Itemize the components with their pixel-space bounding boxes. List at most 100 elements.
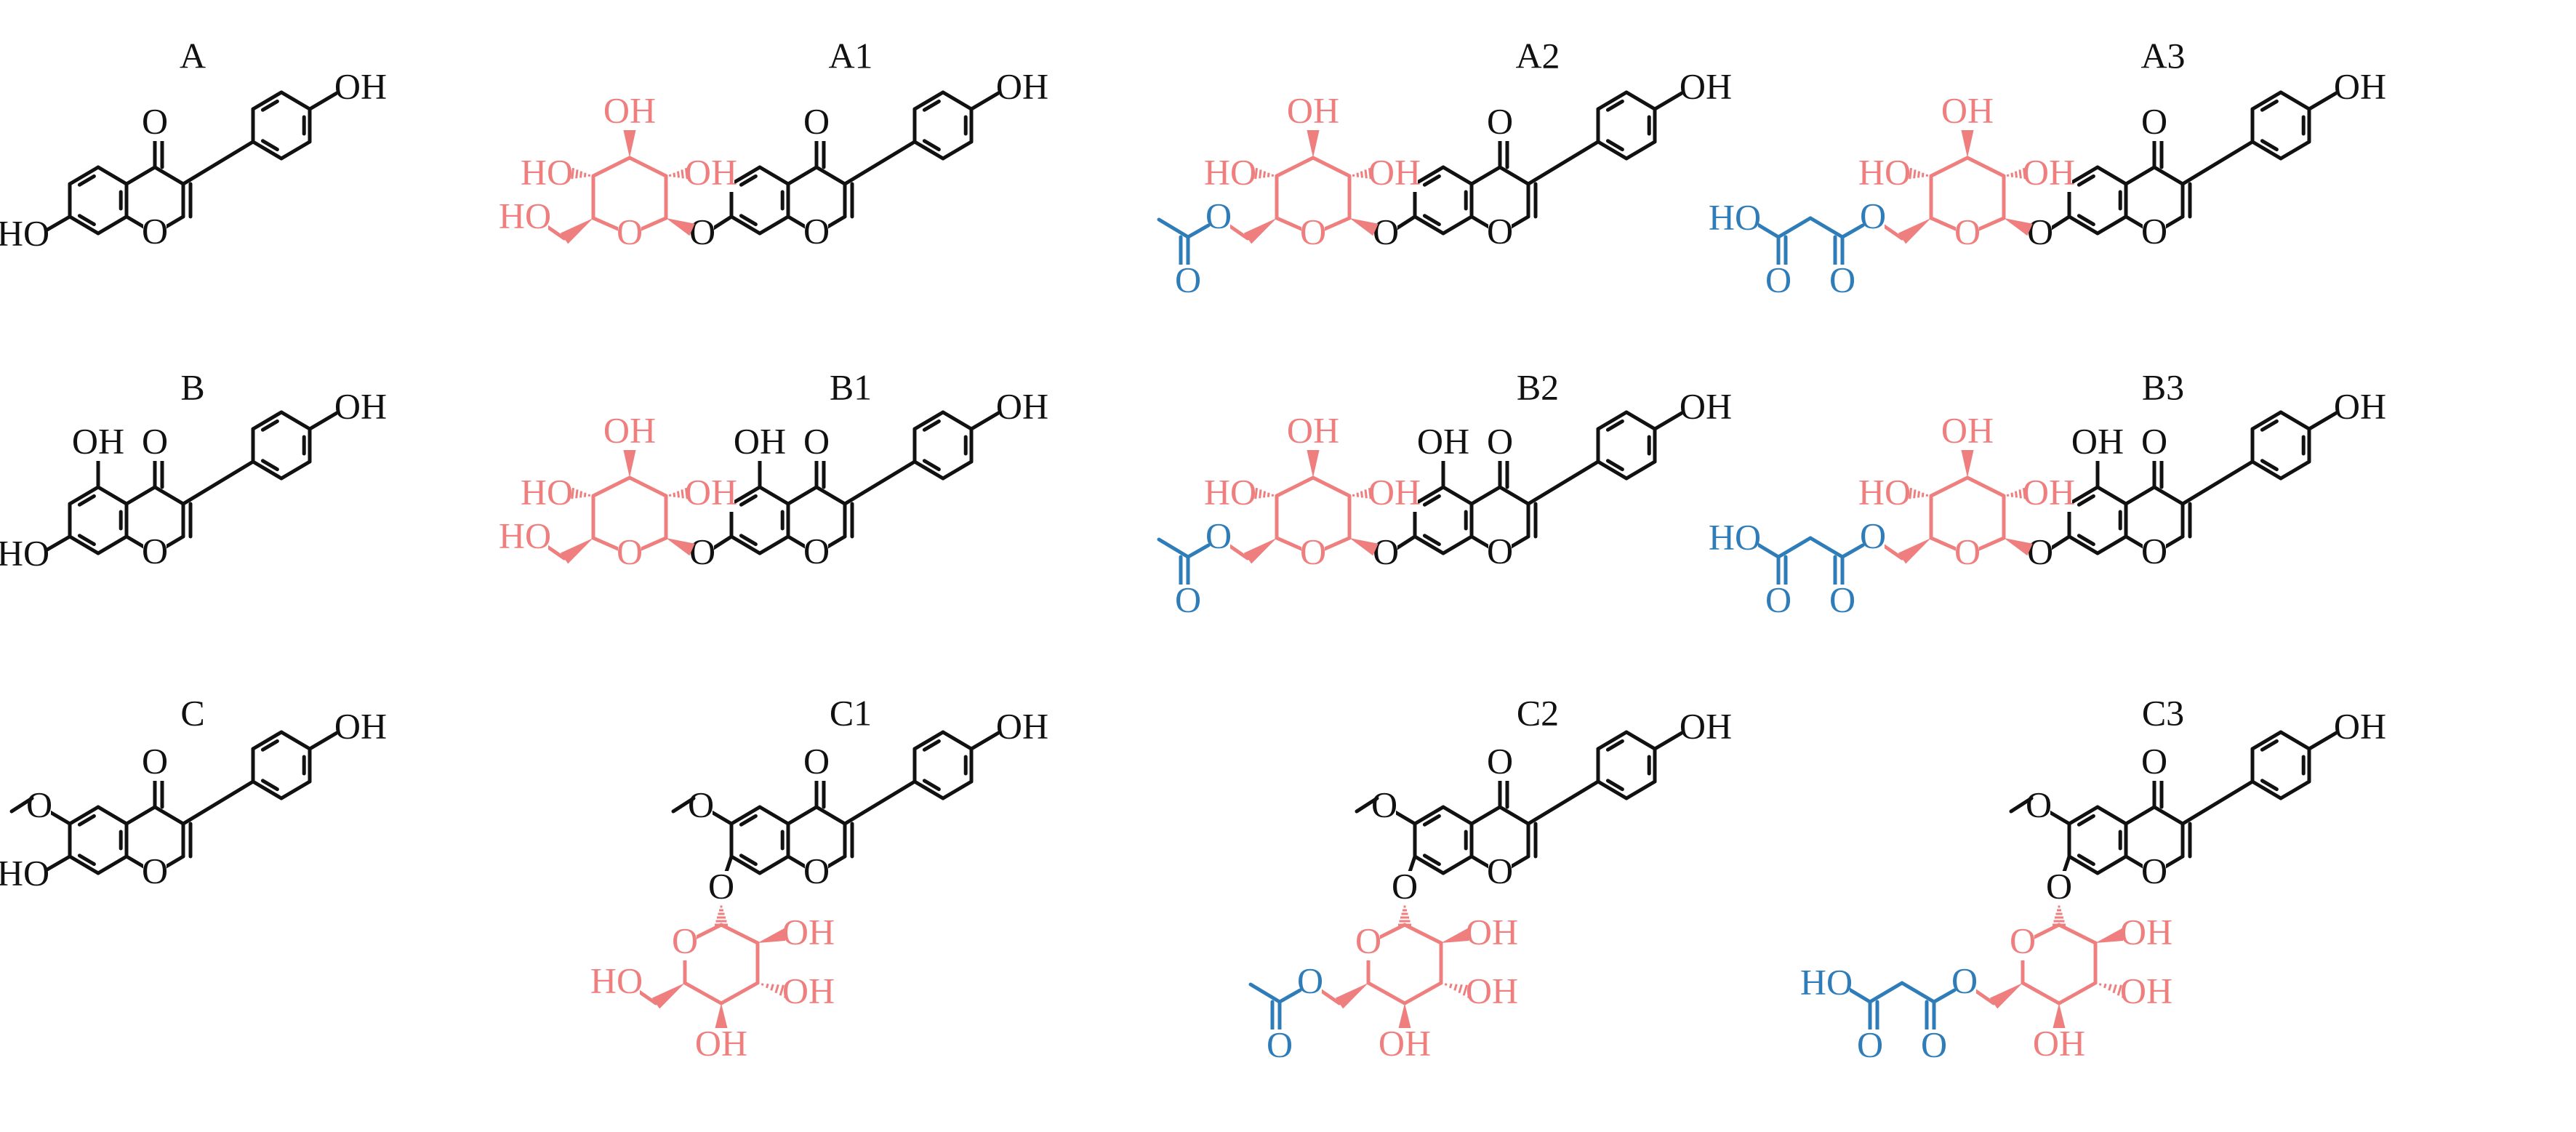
atom-mask: [2143, 536, 2166, 571]
double-bond-inner: [739, 494, 758, 507]
ring-oxygen-atom: O: [142, 530, 168, 571]
carbonyl-oxygen-atom: O: [142, 100, 168, 141]
atom-mask: [1393, 871, 1416, 906]
atom-mask: [673, 926, 697, 960]
aromatic-bond: [912, 140, 945, 161]
atom-mask: [28, 790, 51, 824]
sugar-c4-hydroxyl-atom: HO: [1204, 151, 1256, 192]
glycosidic-oxygen-atom: O: [708, 865, 734, 906]
ring-oxygen-atom: O: [803, 530, 830, 571]
hashed-bond: [571, 168, 575, 180]
sugar-c3-hydroxyl-atom: OH: [1941, 89, 1994, 130]
compound-label: C3: [2142, 692, 2184, 733]
hashed-bond: [1921, 172, 1925, 177]
ring-oxygen-atom: O: [1487, 850, 1513, 891]
sugar-c2-hydroxyl-atom: OH: [1368, 151, 1421, 192]
double-bond-inner: [1422, 494, 1441, 507]
aromatic-bond: [279, 90, 312, 111]
aromatic-bond: [912, 730, 945, 751]
wedge-bond: [623, 449, 636, 478]
aromatic-bond: [1596, 730, 1629, 751]
wedge-bond: [758, 928, 789, 943]
aromatic-bond: [1441, 854, 1474, 875]
sugar-ring-oxygen-atom: O: [672, 920, 698, 960]
hashed-bond: [2018, 169, 2022, 179]
atom-mask: [337, 711, 384, 746]
double-bond-inner: [260, 779, 279, 792]
atom-mask: [805, 426, 828, 461]
compound-label: C1: [830, 692, 872, 733]
atom-mask: [688, 477, 734, 512]
aryl-bond: [181, 140, 255, 186]
ring-oxygen-atom: O: [142, 210, 168, 251]
aromatic-bond: [758, 214, 790, 236]
ring-bond: [1498, 485, 1530, 506]
double-bond-inner: [2077, 854, 2095, 867]
aromatic-bond: [96, 854, 129, 875]
wedge-bond: [666, 538, 695, 556]
sugar-c6-bond: [543, 543, 566, 561]
ring-bond: [2124, 485, 2156, 506]
ester-bond: [1277, 988, 1302, 1004]
atom-mask: [2143, 426, 2166, 461]
hashed-bond: [1368, 168, 1372, 180]
ester-bond: [1840, 543, 1865, 559]
atom-mask: [2027, 790, 2050, 824]
atom-mask: [805, 106, 828, 141]
atom-mask: [1944, 95, 1991, 130]
aromatic-bond: [2279, 730, 2311, 751]
wedge-bond: [1335, 983, 1368, 1009]
sugar-c6-hydroxyl-atom: HO: [499, 195, 551, 236]
atom-mask: [1374, 537, 1397, 571]
aromatic-bond: [1596, 410, 1629, 431]
atom-mask: [606, 95, 653, 130]
double-bond-inner: [739, 814, 758, 827]
aryl-bond: [1526, 459, 1600, 506]
double-bond-inner: [2077, 814, 2095, 827]
atom-mask: [1682, 711, 1729, 746]
wedge-bond: [1349, 218, 1379, 236]
aromatic-bond: [1624, 779, 1657, 800]
ring-bond: [1469, 805, 1502, 826]
ring-bond: [786, 485, 819, 506]
sugar-c4-hydroxyl-atom: HO: [521, 471, 573, 512]
carbonyl-oxygen-atom: O: [803, 420, 830, 461]
atom-mask: [606, 415, 653, 450]
atom-mask: [1861, 157, 1908, 192]
hashed-bond: [2010, 492, 2014, 497]
atom-mask: [143, 856, 166, 891]
atom-mask: [1301, 217, 1325, 252]
wedge-bond: [715, 1003, 728, 1029]
hashed-bond: [1259, 489, 1262, 499]
atom-mask: [1682, 391, 1729, 426]
double-bond-inner: [1422, 174, 1441, 187]
atom-mask: [1374, 217, 1397, 252]
atom-mask: [1290, 95, 1336, 130]
atom-mask: [1381, 1028, 1428, 1063]
sugar-c6-bond: [1881, 543, 1904, 561]
sugar-c6-bond: [635, 988, 658, 1005]
atom-mask: [143, 216, 166, 251]
aromatic-bond: [1596, 459, 1629, 481]
atom-mask: [1469, 976, 1515, 1011]
malonyl-bond: [1808, 216, 1845, 239]
aromatic-bond: [2067, 165, 2100, 186]
atom-mask: [143, 746, 166, 781]
ester-oxygen-atom: O: [1297, 960, 1323, 1000]
wedge-bond: [1898, 538, 1931, 564]
atom-mask: [1488, 856, 1512, 891]
aromatic-bond: [2250, 779, 2283, 800]
wedge-bond: [1961, 449, 1974, 478]
aromatic-bond: [912, 779, 945, 800]
atom-mask: [2337, 71, 2383, 106]
atom-mask: [502, 521, 548, 555]
hashed-bond: [2014, 171, 2018, 178]
sugar-c4-hydroxyl-atom: OH: [2033, 1022, 2085, 1063]
atom-mask: [1469, 917, 1515, 952]
sugar-ring-oxygen-atom: O: [1300, 531, 1326, 571]
hashed-bond: [2112, 984, 2117, 994]
compound-label: B1: [830, 366, 872, 407]
